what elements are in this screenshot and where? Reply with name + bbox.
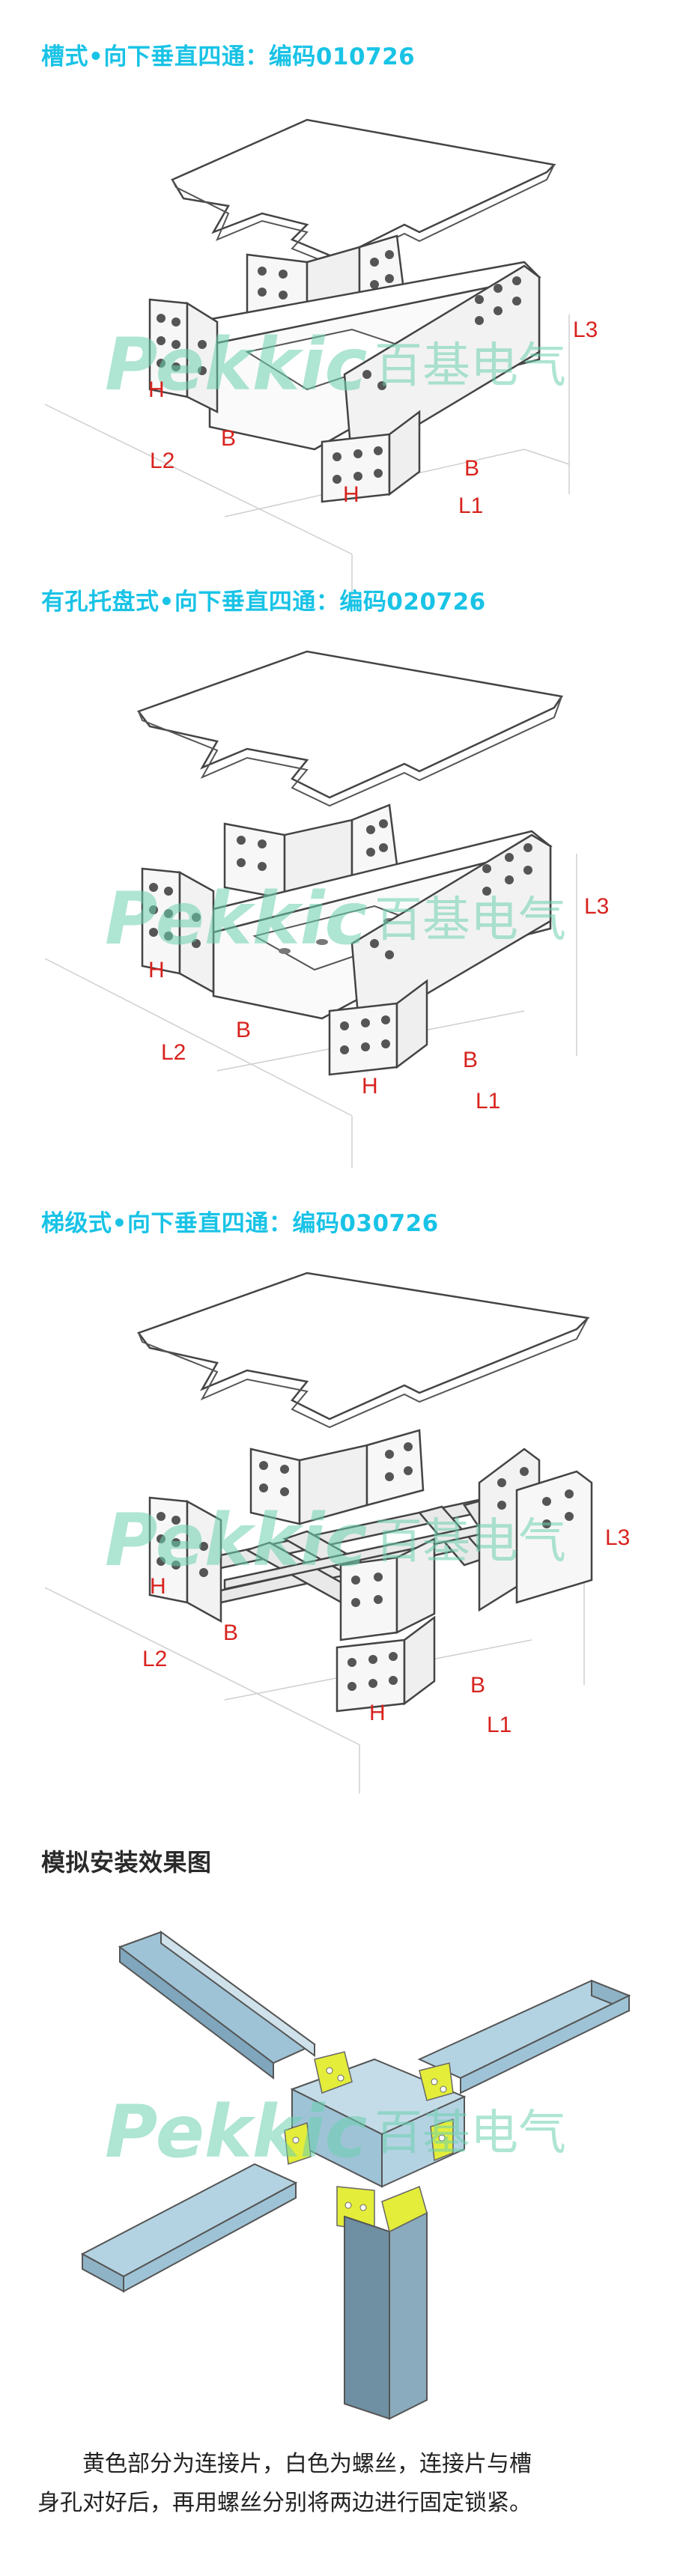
section-title: 梯级式•向下垂直四通：编码030726 xyxy=(41,1210,439,1237)
watermark-cn: 百基电气 xyxy=(374,1514,566,1570)
watermark-brand: Pekkic xyxy=(105,877,367,961)
label-l2: L2 xyxy=(142,1647,167,1671)
label-l3: L3 xyxy=(605,1525,630,1550)
label-b-left: B xyxy=(221,426,236,451)
install-title: 模拟安装效果图 xyxy=(41,1848,212,1877)
label-b-left: B xyxy=(223,1620,238,1645)
watermark-brand: Pekkic xyxy=(105,1498,367,1582)
watermark-cn: 百基电气 xyxy=(374,893,566,948)
description-line-2: 身孔对好后，再用螺丝分别将两边进行固定锁紧。 xyxy=(37,2490,532,2516)
label-h-left: H xyxy=(148,377,165,402)
exploded-diagram: Pekkic 百基电气 H B L2 H B L1 L3 xyxy=(44,650,609,1168)
label-l2: L2 xyxy=(161,1040,186,1065)
watermark-brand: Pekkic xyxy=(105,323,367,407)
label-b-left: B xyxy=(236,1018,251,1042)
section-title: 有孔托盘式•向下垂直四通：编码020726 xyxy=(41,589,486,616)
exploded-diagram: Pekkic 百基电气 H B L2 H B L1 L3 xyxy=(44,118,598,599)
label-h-front: H xyxy=(343,482,359,507)
section-title: 槽式•向下垂直四通：编码010726 xyxy=(41,43,416,70)
install-illustration: Pekkic 百基电气 xyxy=(80,1931,631,2420)
label-b-front: B xyxy=(464,456,479,481)
label-h-left: H xyxy=(148,958,165,982)
watermark-brand: Pekkic xyxy=(105,2090,367,2174)
label-l1: L1 xyxy=(476,1089,500,1114)
exploded-diagram: Pekkic 百基电气 H B L2 H B L1 L3 xyxy=(44,1272,630,1793)
label-h-left: H xyxy=(150,1574,166,1599)
label-b-front: B xyxy=(463,1048,478,1072)
label-b-front: B xyxy=(470,1673,485,1698)
watermark-cn: 百基电气 xyxy=(374,2106,566,2161)
label-l1: L1 xyxy=(487,1713,511,1737)
label-l3: L3 xyxy=(584,894,609,919)
watermark-cn: 百基电气 xyxy=(374,338,566,394)
label-l3: L3 xyxy=(573,318,598,342)
description-line-1: 黄色部分为连接片，白色为螺丝，连接片与槽 xyxy=(82,2451,532,2477)
label-l1: L1 xyxy=(458,493,483,518)
label-h-front: H xyxy=(369,1701,386,1725)
label-l2: L2 xyxy=(150,449,174,473)
install-description: 黄色部分为连接片，白色为螺丝，连接片与槽 身孔对好后，再用螺丝分别将两边进行固定… xyxy=(37,2445,637,2523)
label-h-front: H xyxy=(362,1074,378,1099)
